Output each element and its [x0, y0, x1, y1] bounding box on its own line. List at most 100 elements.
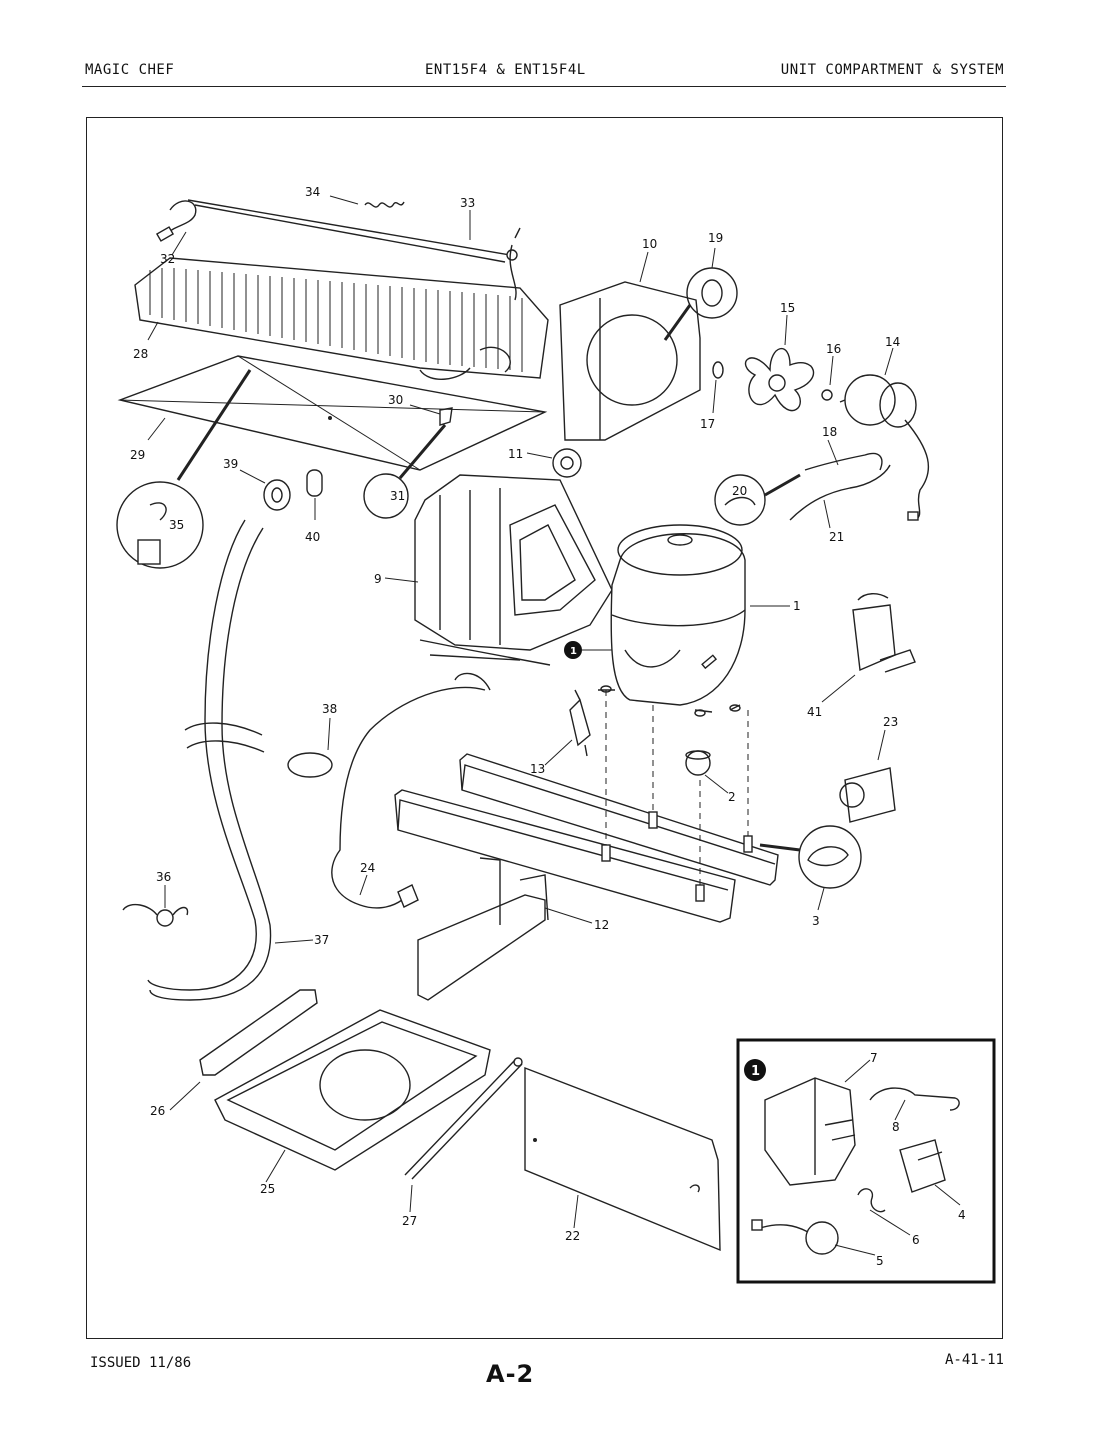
- callout-33: 33: [460, 196, 475, 210]
- inset-badge-label: 1: [751, 1064, 760, 1079]
- callout-21: 21: [829, 530, 844, 544]
- callout-30: 30: [388, 393, 403, 407]
- diagram-frame: [86, 117, 1003, 1339]
- callout-12: 12: [594, 918, 609, 932]
- drier-part-13: [569, 689, 591, 757]
- callout-28: 28: [133, 347, 148, 361]
- header-models: ENT15F4 & ENT15F4L: [425, 62, 586, 78]
- callout-labels: 34 33 32 28 10 19 15 16 14 17 18 29 30 1…: [130, 185, 966, 1268]
- leader-lines: [147, 195, 961, 1256]
- callout-11: 11: [508, 447, 523, 461]
- callout-14: 14: [885, 335, 900, 349]
- footer-ref: A-41-11: [944, 1352, 1004, 1368]
- header-brand: MAGIC CHEF: [85, 62, 175, 78]
- clip-part-32: [155, 200, 197, 242]
- detail-circle-20: [714, 473, 801, 526]
- callout-17: 17: [700, 417, 715, 431]
- callout-1: 1: [793, 599, 801, 613]
- compressor-part-1: [598, 524, 746, 717]
- callout-20: 20: [732, 484, 747, 498]
- footer-issued: ISSUED 11/86: [90, 1355, 192, 1371]
- grommet-part-2: [685, 750, 711, 776]
- fan-blade-part-15: [744, 347, 815, 412]
- panel-part-22: [524, 1066, 721, 1252]
- header-section: UNIT COMPARTMENT & SYSTEM: [780, 62, 1004, 78]
- callout-23: 23: [883, 715, 898, 729]
- nut-part-16: [821, 389, 833, 401]
- callout-2: 2: [728, 790, 736, 804]
- timer-part-23: [839, 767, 896, 823]
- clip-part-8: [869, 1087, 960, 1111]
- callout-7: 7: [870, 1051, 878, 1065]
- callout-27: 27: [402, 1214, 417, 1228]
- callout-4: 4: [958, 1208, 966, 1222]
- callout-37: 37: [314, 933, 329, 947]
- mount-guides: [605, 690, 749, 890]
- tube-part-18: [804, 452, 883, 471]
- condenser-part-28: [134, 257, 549, 380]
- bracket-part-30: [439, 407, 453, 426]
- badge-marker-1: [564, 641, 612, 659]
- drain-pan-part-25: [214, 1009, 491, 1171]
- drain-hose-part-37: [147, 519, 272, 1001]
- callout-6: 6: [912, 1233, 920, 1247]
- callout-26: 26: [150, 1104, 165, 1118]
- callout-41: 41: [807, 705, 822, 719]
- callout-22: 22: [565, 1229, 580, 1243]
- relay-part-4: [899, 1139, 946, 1193]
- callout-38: 38: [322, 702, 337, 716]
- callout-36: 36: [156, 870, 171, 884]
- callout-35: 35: [169, 518, 184, 532]
- overload-cover-part-7: [764, 1077, 856, 1186]
- callout-18: 18: [822, 425, 837, 439]
- grommet-part-11: [552, 448, 582, 478]
- rod-part-33: [187, 199, 521, 301]
- plug-part-40: [306, 469, 323, 497]
- clamp-part-38: [287, 752, 333, 778]
- callout-24: 24: [360, 861, 375, 875]
- mount-studs: [601, 811, 753, 902]
- callout-10: 10: [642, 237, 657, 251]
- callout-40: 40: [305, 530, 320, 544]
- callout-39: 39: [223, 457, 238, 471]
- detail-circle-31: [363, 424, 447, 519]
- callout-25: 25: [260, 1182, 275, 1196]
- wire-part-34: [364, 201, 405, 208]
- overload-part-5: [751, 1219, 839, 1255]
- callout-34: 34: [305, 185, 320, 199]
- gasket-part-17: [712, 361, 724, 379]
- callout-29: 29: [130, 448, 145, 462]
- bracket-part-12: [417, 857, 549, 1001]
- clip-part-6: [857, 1188, 886, 1213]
- callout-9: 9: [374, 572, 382, 586]
- detail-circle-3: [759, 825, 862, 889]
- housing-part-9: [414, 474, 613, 666]
- panel-part-29: [117, 355, 548, 471]
- callout-13: 13: [530, 762, 545, 776]
- callout-3: 3: [812, 914, 820, 928]
- callout-32: 32: [160, 252, 175, 266]
- header-rule: [82, 86, 1006, 87]
- drain-tube-part-21: [789, 464, 891, 521]
- rod-part-27: [404, 1057, 523, 1180]
- power-cord-part-24: [331, 672, 491, 909]
- callout-15: 15: [780, 301, 795, 315]
- clip-part-36: [122, 903, 189, 927]
- detail-circle-35: [116, 369, 252, 569]
- fan-motor-part-14: [839, 374, 930, 521]
- relay-part-41: [852, 593, 916, 673]
- callout-19: 19: [708, 231, 723, 245]
- base-rail-front: [394, 789, 736, 923]
- page-number: A-2: [486, 1360, 535, 1388]
- callout-5: 5: [876, 1254, 884, 1268]
- compressor-badge-label: 1: [570, 646, 577, 657]
- base-rail-rear: [459, 753, 779, 886]
- callout-16: 16: [826, 342, 841, 356]
- rail-part-26: [199, 989, 318, 1076]
- callout-8: 8: [892, 1120, 900, 1134]
- shroud-part-10: [559, 281, 701, 441]
- callout-31: 31: [390, 489, 405, 503]
- grommet-part-39: [263, 479, 291, 511]
- inset-detail-box: [736, 1038, 996, 1284]
